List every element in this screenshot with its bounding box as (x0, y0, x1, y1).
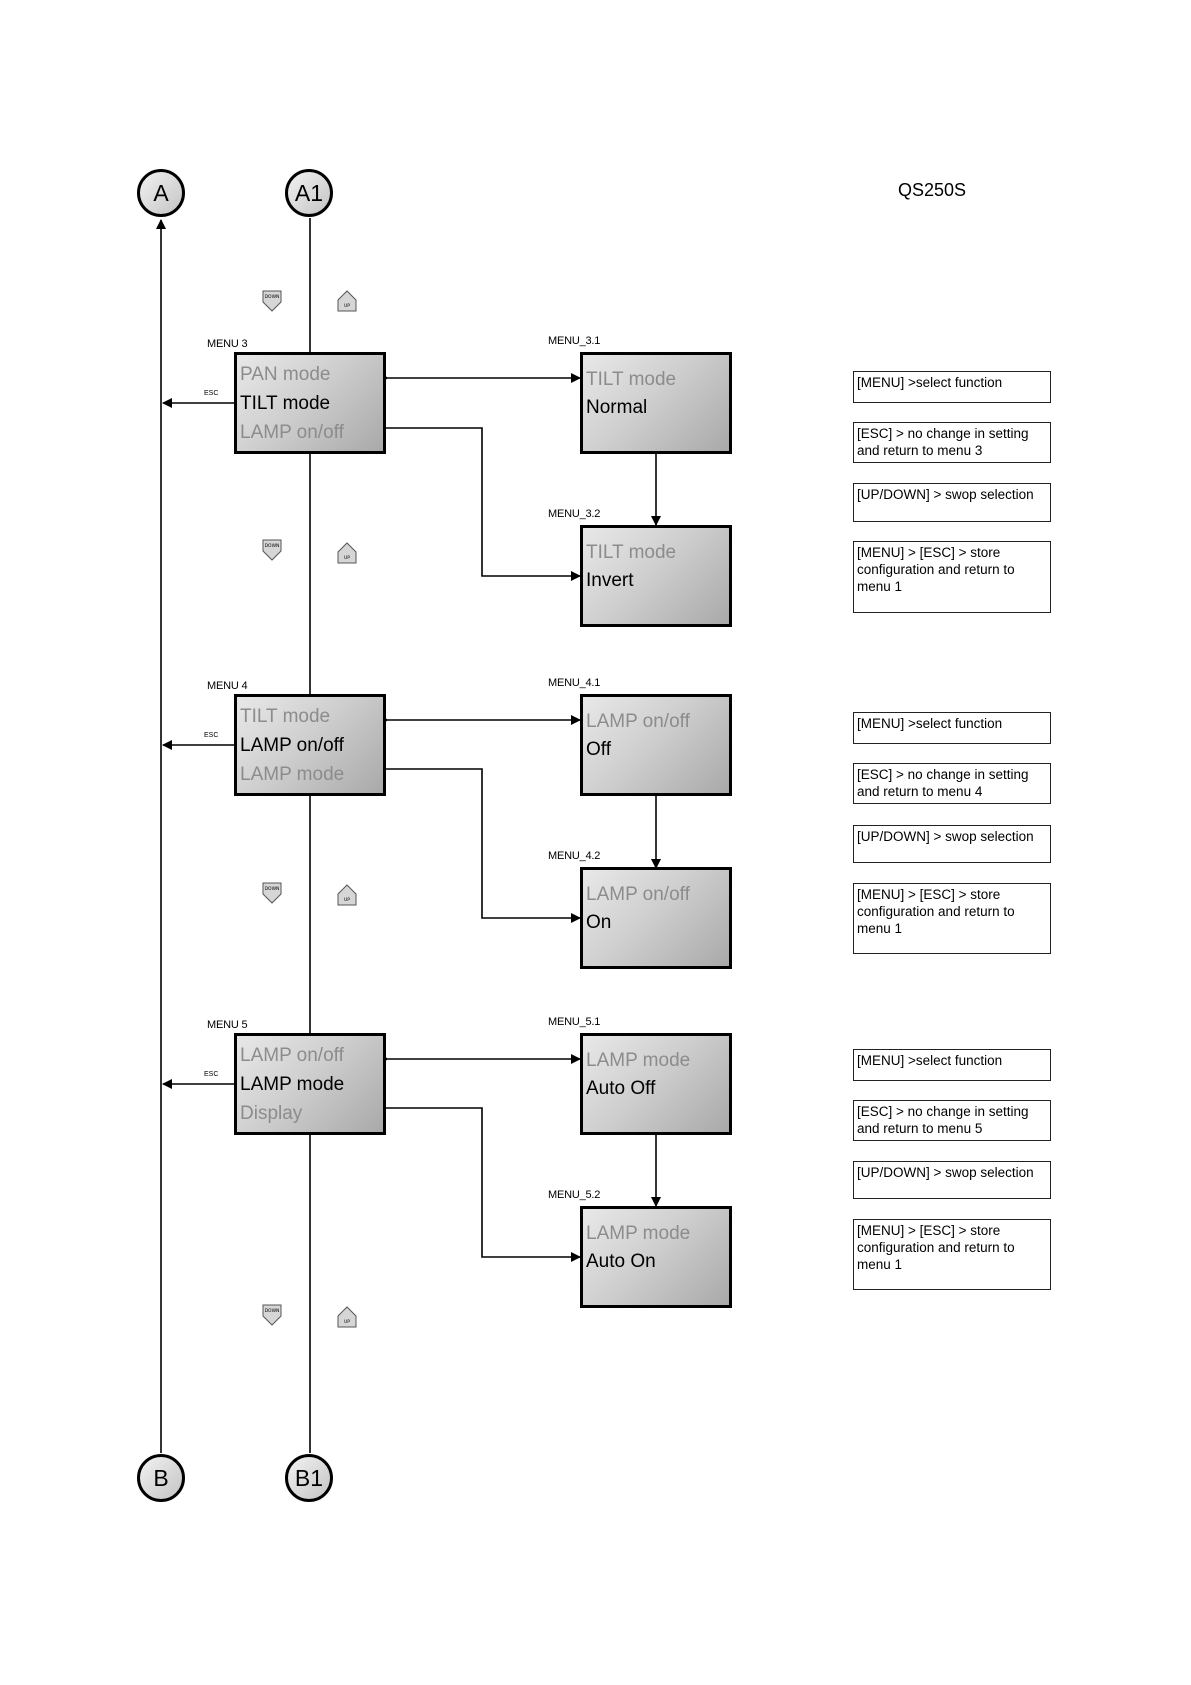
note-esc: [ESC] > no change in setting and return … (853, 422, 1051, 463)
menu-5-1-display: LAMP mode Auto Off (580, 1033, 732, 1135)
menu-3-1-display: TILT mode Normal (580, 352, 732, 454)
svg-text:DOWN: DOWN (265, 886, 280, 892)
down-key-icon: DOWN (262, 1304, 282, 1326)
option-value: Auto Off (586, 1078, 656, 1099)
menu-5-2-display: LAMP mode Auto On (580, 1206, 732, 1308)
svg-text:DOWN: DOWN (265, 1308, 280, 1314)
esc-label: ESC (204, 732, 219, 739)
option-title: LAMP on/off (586, 711, 690, 732)
note-up-down: [UP/DOWN] > swop selection (853, 483, 1051, 522)
option-title: TILT mode (586, 369, 677, 390)
menu-label: MENU 3 (207, 338, 248, 350)
svg-text:UP: UP (344, 555, 350, 561)
note-esc: [ESC] > no change in setting and return … (853, 763, 1051, 804)
menu-row-selected: LAMP on/off (240, 735, 344, 756)
note-store: [MENU] > [ESC] > store configuration and… (853, 1219, 1051, 1290)
option-title: LAMP mode (586, 1050, 691, 1071)
down-key-icon: DOWN (262, 539, 282, 561)
menu-row-selected: LAMP mode (240, 1074, 345, 1095)
up-key-icon: UP (337, 1306, 357, 1328)
option-value: Invert (586, 570, 634, 591)
note-select-function: [MENU] >select function (853, 1049, 1051, 1081)
down-key-icon: DOWN (262, 290, 282, 312)
menu-3-display: PAN mode TILT mode LAMP on/off (234, 352, 386, 454)
menu-4-1-display: LAMP on/off Off (580, 694, 732, 796)
svg-text:DOWN: DOWN (265, 294, 280, 300)
up-key-icon: UP (337, 542, 357, 564)
menu-row: TILT mode (240, 706, 331, 727)
option-value: Normal (586, 397, 648, 418)
svg-text:UP: UP (344, 303, 350, 309)
submenu-label: MENU_4.1 (548, 677, 601, 689)
svg-text:UP: UP (344, 1319, 350, 1325)
submenu-label: MENU_5.1 (548, 1016, 601, 1028)
model-name: QS250S (898, 180, 967, 200)
link-menu-5-to-5-2 (378, 1103, 581, 1262)
svg-text:UP: UP (344, 897, 350, 903)
esc-label: ESC (204, 1071, 219, 1078)
esc-label: ESC (204, 390, 219, 397)
menu-4-2-display: LAMP on/off On (580, 867, 732, 969)
submenu-label: MENU_4.2 (548, 850, 601, 862)
submenu-label: MENU_3.2 (548, 508, 601, 520)
up-key-icon: UP (337, 884, 357, 906)
link-menu-4-to-4-2 (378, 764, 581, 923)
option-value: Off (586, 739, 611, 760)
menu-4-display: TILT mode LAMP on/off LAMP mode (234, 694, 386, 796)
menu-label: MENU 4 (207, 680, 248, 692)
menu-label: MENU 5 (207, 1019, 248, 1031)
note-store: [MENU] > [ESC] > store configuration and… (853, 883, 1051, 954)
submenu-label: MENU_5.2 (548, 1189, 601, 1201)
option-title: LAMP on/off (586, 884, 690, 905)
menu-row: LAMP on/off (240, 422, 344, 443)
menu-row-selected: TILT mode (240, 393, 331, 414)
note-store: [MENU] > [ESC] > store configuration and… (853, 541, 1051, 613)
option-title: TILT mode (586, 542, 677, 563)
menu-5-display: LAMP on/off LAMP mode Display (234, 1033, 386, 1135)
link-menu-3-to-3-2 (378, 423, 581, 581)
note-esc: [ESC] > no change in setting and return … (853, 1100, 1051, 1141)
up-key-icon: UP (337, 290, 357, 312)
option-title: LAMP mode (586, 1223, 691, 1244)
menu-row: LAMP on/off (240, 1045, 344, 1066)
svg-text:DOWN: DOWN (265, 543, 280, 549)
down-key-icon: DOWN (262, 882, 282, 904)
menu-row: LAMP mode (240, 764, 345, 785)
connector-a: A (137, 169, 185, 217)
menu-row: PAN mode (240, 364, 331, 385)
note-up-down: [UP/DOWN] > swop selection (853, 825, 1051, 863)
note-up-down: [UP/DOWN] > swop selection (853, 1161, 1051, 1199)
connector-a1: A1 (285, 169, 333, 217)
connector-b1: B1 (285, 1454, 333, 1502)
note-select-function: [MENU] >select function (853, 371, 1051, 403)
submenu-label: MENU_3.1 (548, 335, 601, 347)
menu-3-2-display: TILT mode Invert (580, 525, 732, 627)
menu-row: Display (240, 1103, 303, 1124)
option-value: Auto On (586, 1251, 656, 1272)
connector-b: B (137, 1454, 185, 1502)
note-select-function: [MENU] >select function (853, 712, 1051, 744)
option-value: On (586, 912, 612, 933)
